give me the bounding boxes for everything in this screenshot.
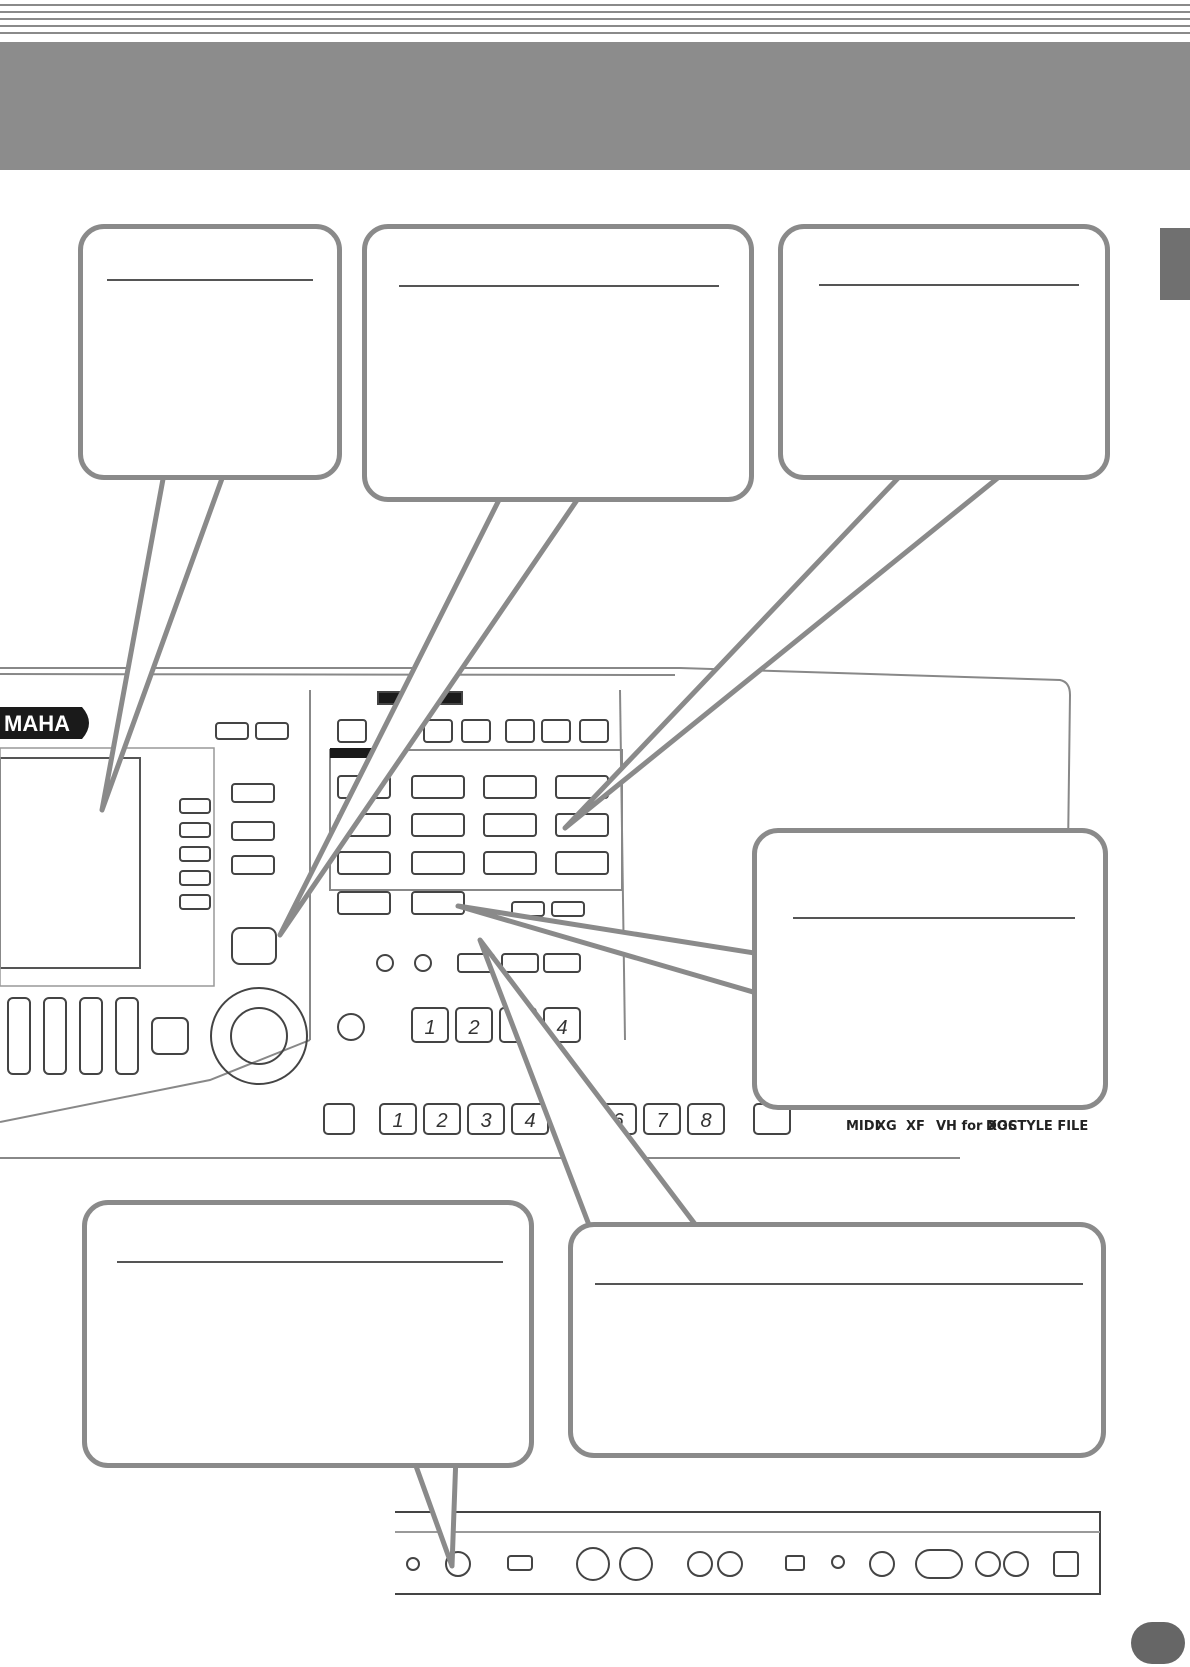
panel-outline [0, 667, 1072, 1159]
track-label-4: 4 [524, 1110, 535, 1132]
multipad-controls [376, 953, 581, 973]
svg-text:MAHA: MAHA [4, 711, 70, 736]
callout-bottom-right [568, 1222, 1106, 1458]
track-label-2: 2 [435, 1110, 447, 1132]
category-button-grid [329, 748, 623, 917]
lcd-screen [0, 757, 141, 969]
track-label-8: 8 [700, 1110, 711, 1132]
callout-right-middle [752, 828, 1108, 1110]
page-number-badge [1131, 1622, 1185, 1664]
callout-bottom-left [82, 1200, 534, 1468]
header-stripes [0, 0, 1190, 42]
callout-display [78, 224, 342, 480]
track-label-1: 1 [392, 1110, 403, 1132]
multi-pad-label-2: 2 [467, 1017, 479, 1039]
callout-right-top [778, 224, 1110, 480]
logo-xg: XG [876, 1119, 897, 1134]
logo-vh: VH for XG [936, 1119, 1008, 1134]
multi-pad-label-4: 4 [556, 1017, 567, 1039]
updown-buttons [7, 997, 189, 1075]
multi-pad-label-1: 1 [424, 1017, 435, 1039]
data-dial [210, 987, 365, 1085]
page-arrow-buttons [215, 722, 289, 740]
chapter-tab [1160, 228, 1190, 300]
logo-midi: MIDI [846, 1119, 879, 1134]
rear-panel [395, 1511, 1101, 1595]
logo-doc: DOC [986, 1119, 1017, 1134]
brand-logo: MAHA [0, 707, 89, 739]
track-label-3: 3 [480, 1110, 491, 1132]
logo-style-file: STYLE FILE [1008, 1119, 1088, 1134]
screen-side-buttons [179, 783, 277, 965]
callout-center-top [362, 224, 754, 502]
track-label-7: 7 [656, 1110, 668, 1132]
format-logos: MIDI XG XF VH for XG DOC STYLE FILE [846, 1119, 1088, 1134]
callout-pointers [99, 451, 1022, 1569]
header-band [0, 42, 1190, 170]
logo-xf: XF [906, 1119, 925, 1134]
